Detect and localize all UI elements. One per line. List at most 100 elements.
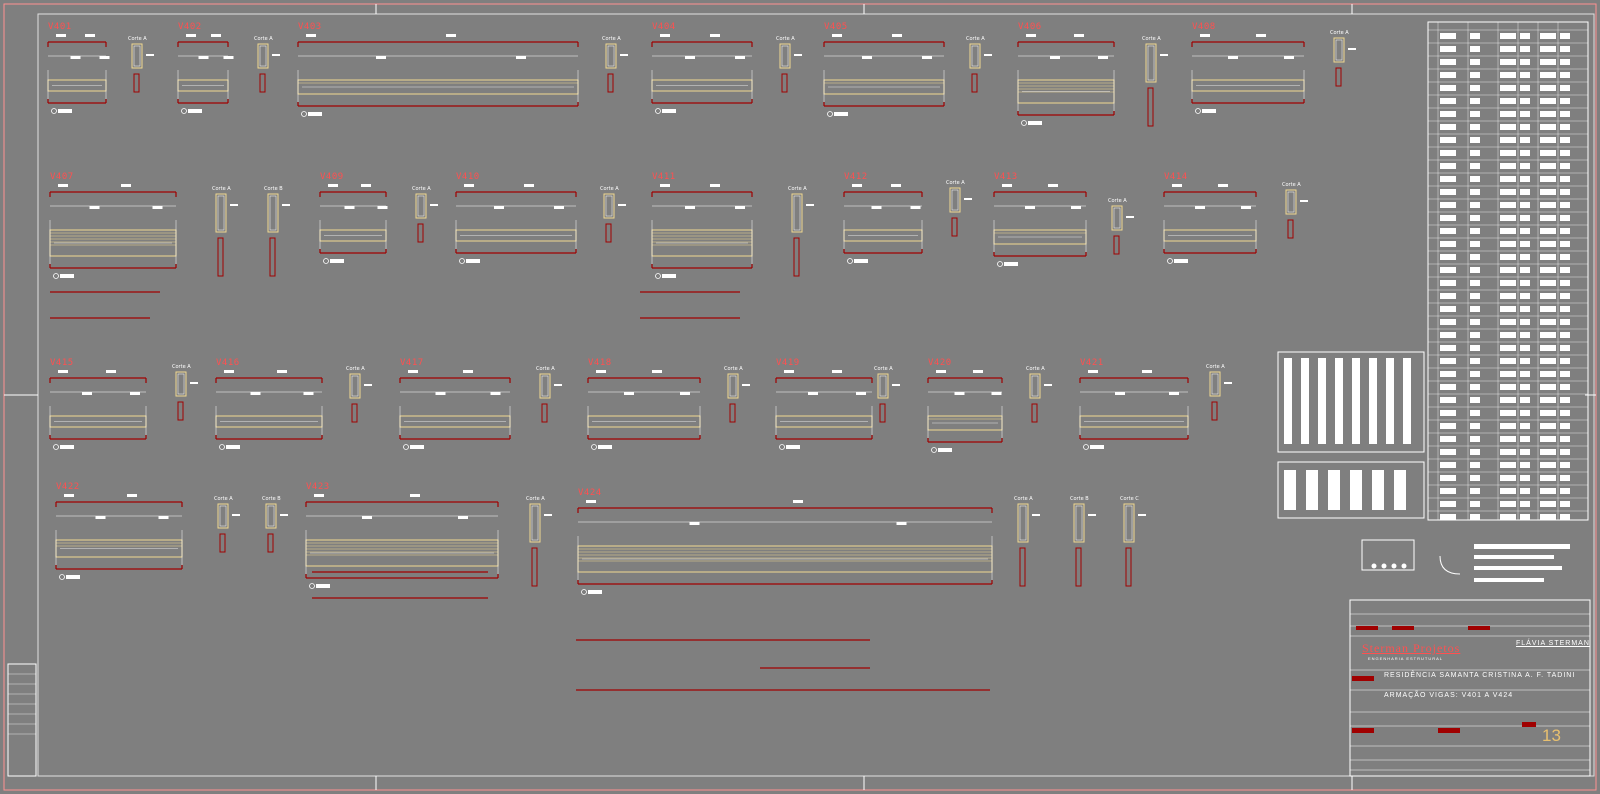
schedule-cell — [1560, 501, 1570, 507]
revision-table — [7, 663, 37, 777]
annotation-tag — [544, 514, 552, 516]
schedule-cell — [1540, 501, 1556, 507]
summary-cell — [1369, 358, 1377, 444]
note-line — [1474, 555, 1554, 559]
annotation-tag — [554, 384, 562, 386]
section-label: Corte C — [1120, 496, 1139, 502]
schedule-cell — [1540, 319, 1556, 325]
annotation-tag — [808, 392, 818, 395]
annotation-tag — [458, 516, 468, 519]
schedule-cell — [1540, 514, 1556, 520]
schedule-cell — [1470, 98, 1480, 104]
schedule-cell — [1540, 202, 1556, 208]
annotation-tag — [152, 206, 163, 209]
annotation-tag — [1088, 370, 1098, 373]
annotation-tag — [158, 516, 169, 519]
annotation-tag — [224, 370, 234, 373]
section-label: Corte A — [602, 36, 621, 42]
annotation-tag — [99, 56, 110, 59]
schedule-cell — [1520, 98, 1530, 104]
section-stirrup — [607, 45, 615, 67]
annotation-tag — [1174, 259, 1188, 263]
schedule-cell — [1500, 254, 1516, 260]
schedule-cell — [1470, 345, 1480, 351]
schedule-cell — [1540, 397, 1556, 403]
annotation-tag — [652, 370, 662, 373]
schedule-cell — [1540, 215, 1556, 221]
stirrup-detail — [1019, 547, 1026, 587]
schedule-cell — [1540, 293, 1556, 299]
section-outline — [1017, 503, 1029, 543]
annotation-tag — [1228, 56, 1238, 59]
beam-label: V406 — [1018, 22, 1042, 32]
schedule-cell — [1440, 124, 1456, 130]
annotation-tag — [1071, 206, 1081, 209]
rebar-dot — [1401, 563, 1407, 569]
stirrup-standard-detail — [1361, 539, 1415, 571]
section-stirrup — [269, 195, 277, 231]
annotation-tag — [282, 204, 290, 206]
schedule-cell — [1560, 46, 1570, 52]
schedule-cell — [1470, 163, 1480, 169]
annotation-tag — [596, 370, 606, 373]
bar-mark-circle — [591, 444, 597, 450]
annotation-tag — [463, 370, 473, 373]
stirrup-detail — [781, 73, 788, 93]
beam-label: V424 — [578, 488, 602, 498]
annotation-tag — [660, 184, 670, 187]
schedule-cell — [1540, 46, 1556, 52]
section-label: Corte A — [526, 496, 545, 502]
bar-mark-circle — [1021, 120, 1027, 126]
schedule-cell — [1500, 475, 1516, 481]
schedule-cell — [1560, 371, 1570, 377]
summary-cell — [1386, 358, 1394, 444]
schedule-cell — [1520, 72, 1530, 78]
section-outline — [877, 373, 889, 399]
annotation-tag — [70, 56, 81, 59]
bar-mark-circle — [931, 447, 937, 453]
schedule-cell — [1540, 124, 1556, 130]
schedule-cell — [1560, 189, 1570, 195]
annotation-tag — [272, 54, 280, 56]
annotation-tag — [1044, 384, 1052, 386]
schedule-cell — [1540, 488, 1556, 494]
schedule-cell — [1520, 462, 1530, 468]
schedule-cell — [1500, 501, 1516, 507]
schedule-cell — [1520, 475, 1530, 481]
section-stirrup — [1113, 207, 1121, 229]
schedule-cell — [1540, 306, 1556, 312]
schedule-cell — [1540, 449, 1556, 455]
beam-label: V420 — [928, 358, 952, 368]
section-outline — [603, 193, 615, 219]
annotation-tag — [1142, 370, 1152, 373]
bar-mark-circle — [997, 261, 1003, 267]
section-label: Corte A — [212, 186, 231, 192]
schedule-cell — [1470, 215, 1480, 221]
section-stirrup — [417, 195, 425, 217]
annotation-tag — [466, 259, 480, 263]
beam-label: V414 — [1164, 172, 1188, 182]
schedule-cell — [1470, 488, 1480, 494]
schedule-cell — [1560, 488, 1570, 494]
schedule-cell — [1500, 371, 1516, 377]
annotation-tag — [82, 392, 92, 395]
schedule-cell — [1540, 436, 1556, 442]
schedule-cell — [1560, 267, 1570, 273]
annotation-tag — [130, 392, 140, 395]
schedule-cell — [1500, 488, 1516, 494]
schedule-cell — [1470, 319, 1480, 325]
schedule-cell — [1540, 332, 1556, 338]
section-outline — [131, 43, 143, 69]
schedule-cell — [1470, 475, 1480, 481]
schedule-cell — [1560, 410, 1570, 416]
section-label: Corte A — [1206, 364, 1225, 370]
schedule-cell — [1440, 98, 1456, 104]
annotation-tag — [910, 206, 921, 209]
schedule-cell — [1560, 475, 1570, 481]
beam-label: V418 — [588, 358, 612, 368]
schedule-cell — [1540, 98, 1556, 104]
annotation-tag — [1160, 54, 1168, 56]
bar-mark-circle — [403, 444, 409, 450]
annotation-tag — [685, 206, 695, 209]
schedule-cell — [1520, 150, 1530, 156]
